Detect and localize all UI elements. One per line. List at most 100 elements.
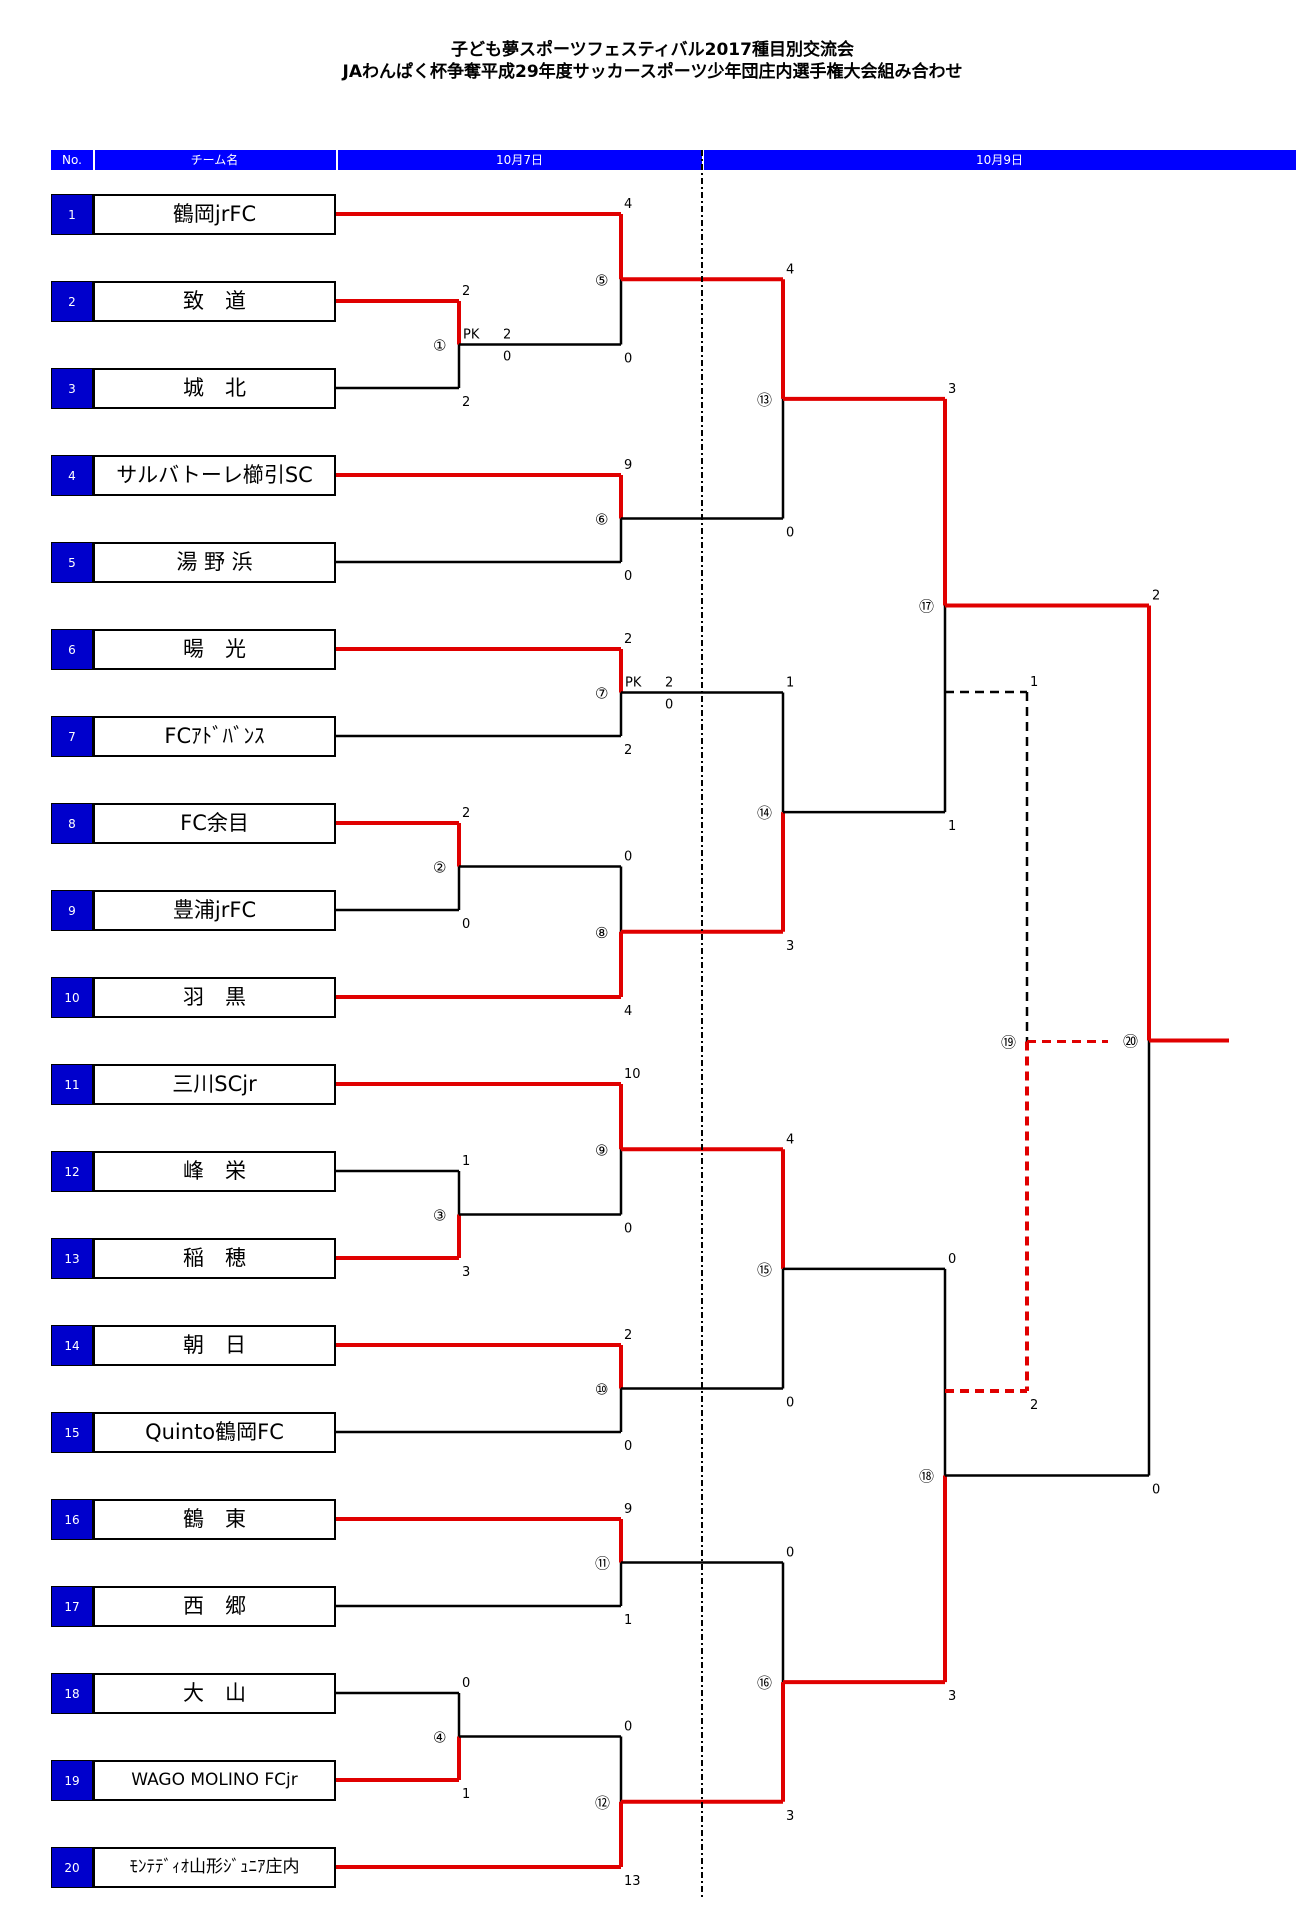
team-number: 6 [51, 629, 93, 670]
match-number: ④ [433, 1729, 446, 1747]
team-name: FC余目 [93, 803, 336, 844]
score-bottom: 0 [1152, 1483, 1160, 1498]
team-number: 18 [51, 1673, 93, 1714]
team-name: 三川SCjr [93, 1064, 336, 1105]
pk-score-top: 2 [665, 676, 673, 691]
team-name: 鶴 東 [93, 1499, 336, 1540]
score-bottom: 4 [624, 1004, 632, 1019]
team-name: WAGO MOLINO FCjr [93, 1760, 336, 1801]
score-bottom: 0 [624, 569, 632, 584]
team-name: 暘 光 [93, 629, 336, 670]
score-bottom: 0 [786, 526, 794, 541]
score-top: 2 [1152, 589, 1160, 604]
title-line-2: JAわんぱく杯争奪平成29年度サッカースポーツ少年団庄内選手権大会組み合わせ [342, 62, 963, 82]
match-number: ① [433, 337, 446, 355]
pk-score-bottom: 0 [665, 698, 673, 713]
score-top: 4 [786, 262, 794, 277]
team-name: 西 郷 [93, 1586, 336, 1627]
match-number: ⑨ [595, 1141, 608, 1159]
header-date-1: 10月7日 [336, 150, 703, 170]
match-number: ⑮ [757, 1261, 772, 1279]
score-top: 1 [1030, 675, 1038, 690]
team-number: 4 [51, 455, 93, 496]
score-top: 4 [786, 1132, 794, 1147]
score-top: 1 [786, 676, 794, 691]
match-number: ⑬ [757, 391, 772, 409]
match-number: ⑤ [595, 271, 608, 289]
team-number: 13 [51, 1238, 93, 1279]
score-top: 2 [624, 632, 632, 647]
match-number: ⑧ [595, 924, 608, 942]
header-separator [336, 150, 338, 170]
match-number: ⑭ [757, 804, 772, 822]
score-top: 1 [462, 1154, 470, 1169]
team-number: 2 [51, 281, 93, 322]
team-name: サルバトーレ櫛引SC [93, 455, 336, 496]
team-number: 9 [51, 890, 93, 931]
match-number: ⑩ [595, 1381, 608, 1399]
team-name: 大 山 [93, 1673, 336, 1714]
score-top: 3 [948, 382, 956, 397]
score-top: 2 [624, 1328, 632, 1343]
team-number: 8 [51, 803, 93, 844]
pk-label: PK [463, 328, 480, 343]
match-number: ⑰ [919, 598, 934, 616]
title-line-1: 子ども夢スポーツフェスティバル2017種目別交流会 [451, 40, 854, 60]
score-top: 2 [462, 284, 470, 299]
team-number: 16 [51, 1499, 93, 1540]
score-bottom: 1 [948, 819, 956, 834]
score-bottom: 2 [462, 395, 470, 410]
score-bottom: 2 [1030, 1398, 1038, 1413]
match-number: ⑥ [595, 511, 608, 529]
score-top: 9 [624, 1502, 632, 1517]
team-name: 豊浦jrFC [93, 890, 336, 931]
score-bottom: 1 [624, 1613, 632, 1628]
team-name: FCｱﾄﾞﾊﾞﾝｽ [93, 716, 336, 757]
team-name: 致 道 [93, 281, 336, 322]
match-number: ⑫ [595, 1794, 610, 1812]
team-name: 城 北 [93, 368, 336, 409]
pk-score-bottom: 0 [503, 350, 511, 365]
score-top: 0 [624, 1720, 632, 1735]
match-number: ③ [433, 1207, 446, 1225]
score-top: 9 [624, 458, 632, 473]
score-bottom: 3 [786, 939, 794, 954]
pk-label: PK [625, 676, 642, 691]
score-bottom: 0 [624, 1439, 632, 1454]
team-name: 鶴岡jrFC [93, 194, 336, 235]
team-name: 湯 野 浜 [93, 542, 336, 583]
score-top: 0 [624, 850, 632, 865]
match-number: ⑱ [919, 1468, 934, 1486]
team-number: 14 [51, 1325, 93, 1366]
team-name: 稲 穂 [93, 1238, 336, 1279]
score-bottom: 0 [462, 917, 470, 932]
team-name: 羽 黒 [93, 977, 336, 1018]
team-name: 峰 栄 [93, 1151, 336, 1192]
team-number: 19 [51, 1760, 93, 1801]
score-bottom: 0 [624, 352, 632, 367]
pk-score-top: 2 [503, 328, 511, 343]
team-number: 5 [51, 542, 93, 583]
score-top: 2 [462, 806, 470, 821]
team-number: 10 [51, 977, 93, 1018]
score-top: 0 [786, 1546, 794, 1561]
match-number: ⑳ [1123, 1033, 1138, 1051]
team-number: 7 [51, 716, 93, 757]
header-no: No. [51, 150, 93, 170]
score-bottom: 3 [786, 1809, 794, 1824]
team-name: 朝 日 [93, 1325, 336, 1366]
score-bottom: 0 [624, 1222, 632, 1237]
header-date-2: 10月9日 [703, 150, 1296, 170]
score-top: 10 [624, 1067, 641, 1082]
match-number: ② [433, 859, 446, 877]
match-number: ⑯ [757, 1674, 772, 1692]
team-number: 12 [51, 1151, 93, 1192]
score-bottom: 13 [624, 1874, 641, 1889]
match-number: ⑦ [595, 685, 608, 703]
team-name: ﾓﾝﾃﾃﾞｨｵ山形ｼﾞｭﾆｱ庄内 [93, 1847, 336, 1888]
score-top: 4 [624, 197, 632, 212]
match-number: ⑪ [595, 1555, 610, 1573]
header-separator [93, 150, 95, 170]
team-number: 11 [51, 1064, 93, 1105]
